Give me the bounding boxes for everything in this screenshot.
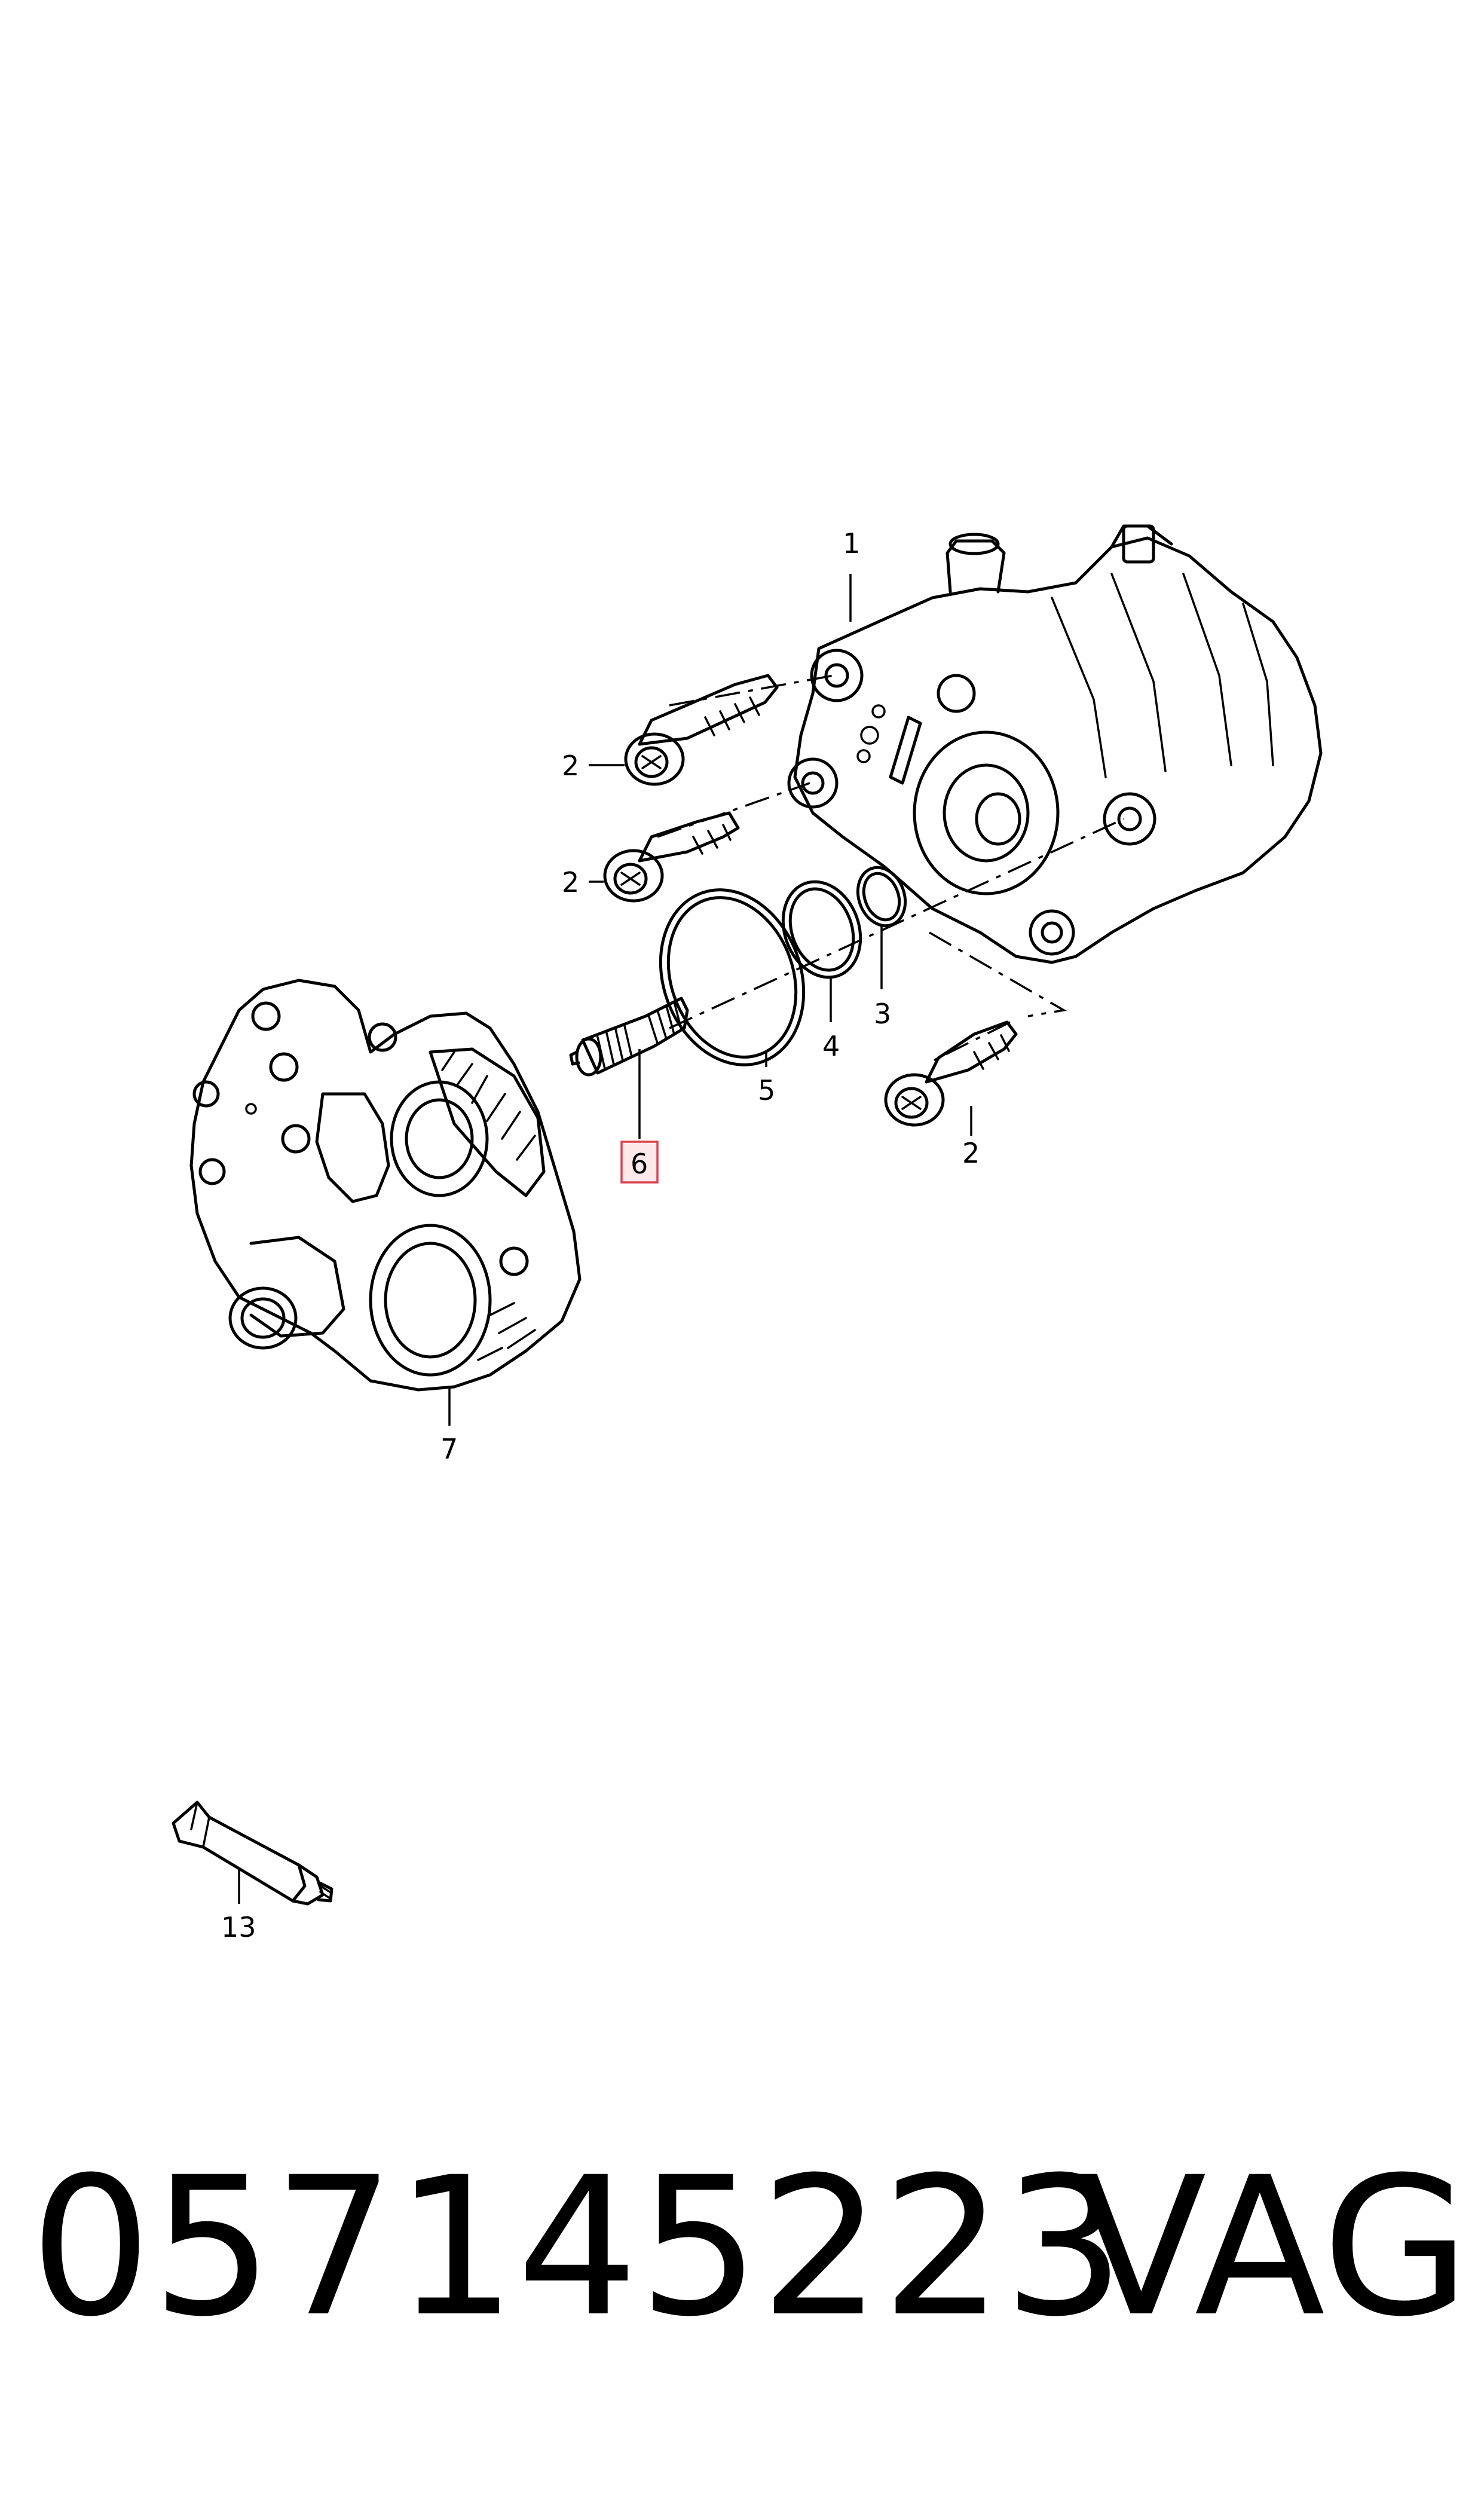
bolt-upper xyxy=(624,674,779,786)
callout-2-lower[interactable]: 2 xyxy=(962,1137,980,1169)
leader-lines xyxy=(238,574,972,1904)
o-ring-5 xyxy=(659,888,806,1066)
callout-2-middle[interactable]: 2 xyxy=(562,866,579,898)
gear-housing xyxy=(189,979,582,1392)
callout-3[interactable]: 3 xyxy=(874,998,891,1030)
callout-2-upper[interactable]: 2 xyxy=(562,750,579,782)
callout-7[interactable]: 7 xyxy=(440,1433,458,1465)
bolt-middle xyxy=(603,811,740,903)
callout-6-highlight xyxy=(620,1141,659,1184)
callout-5[interactable]: 5 xyxy=(758,1074,775,1106)
drive-shaft xyxy=(569,996,689,1077)
callout-4[interactable]: 4 xyxy=(822,1030,840,1062)
part-number: 057145223 xyxy=(30,2136,1125,2359)
brand-name: VAG xyxy=(1076,2136,1470,2359)
high-pressure-pump xyxy=(787,524,1323,964)
callout-13[interactable]: 13 xyxy=(221,1911,256,1943)
seal-ring-3 xyxy=(856,866,907,928)
bolt-lower xyxy=(884,1020,1018,1127)
callout-1[interactable]: 1 xyxy=(843,527,860,560)
grease-tube xyxy=(172,1800,333,1906)
callout-6[interactable]: 6 xyxy=(631,1148,648,1180)
callouts: 1 2 2 2 3 4 5 6 7 13 xyxy=(221,527,980,1943)
o-ring-4 xyxy=(781,880,862,979)
